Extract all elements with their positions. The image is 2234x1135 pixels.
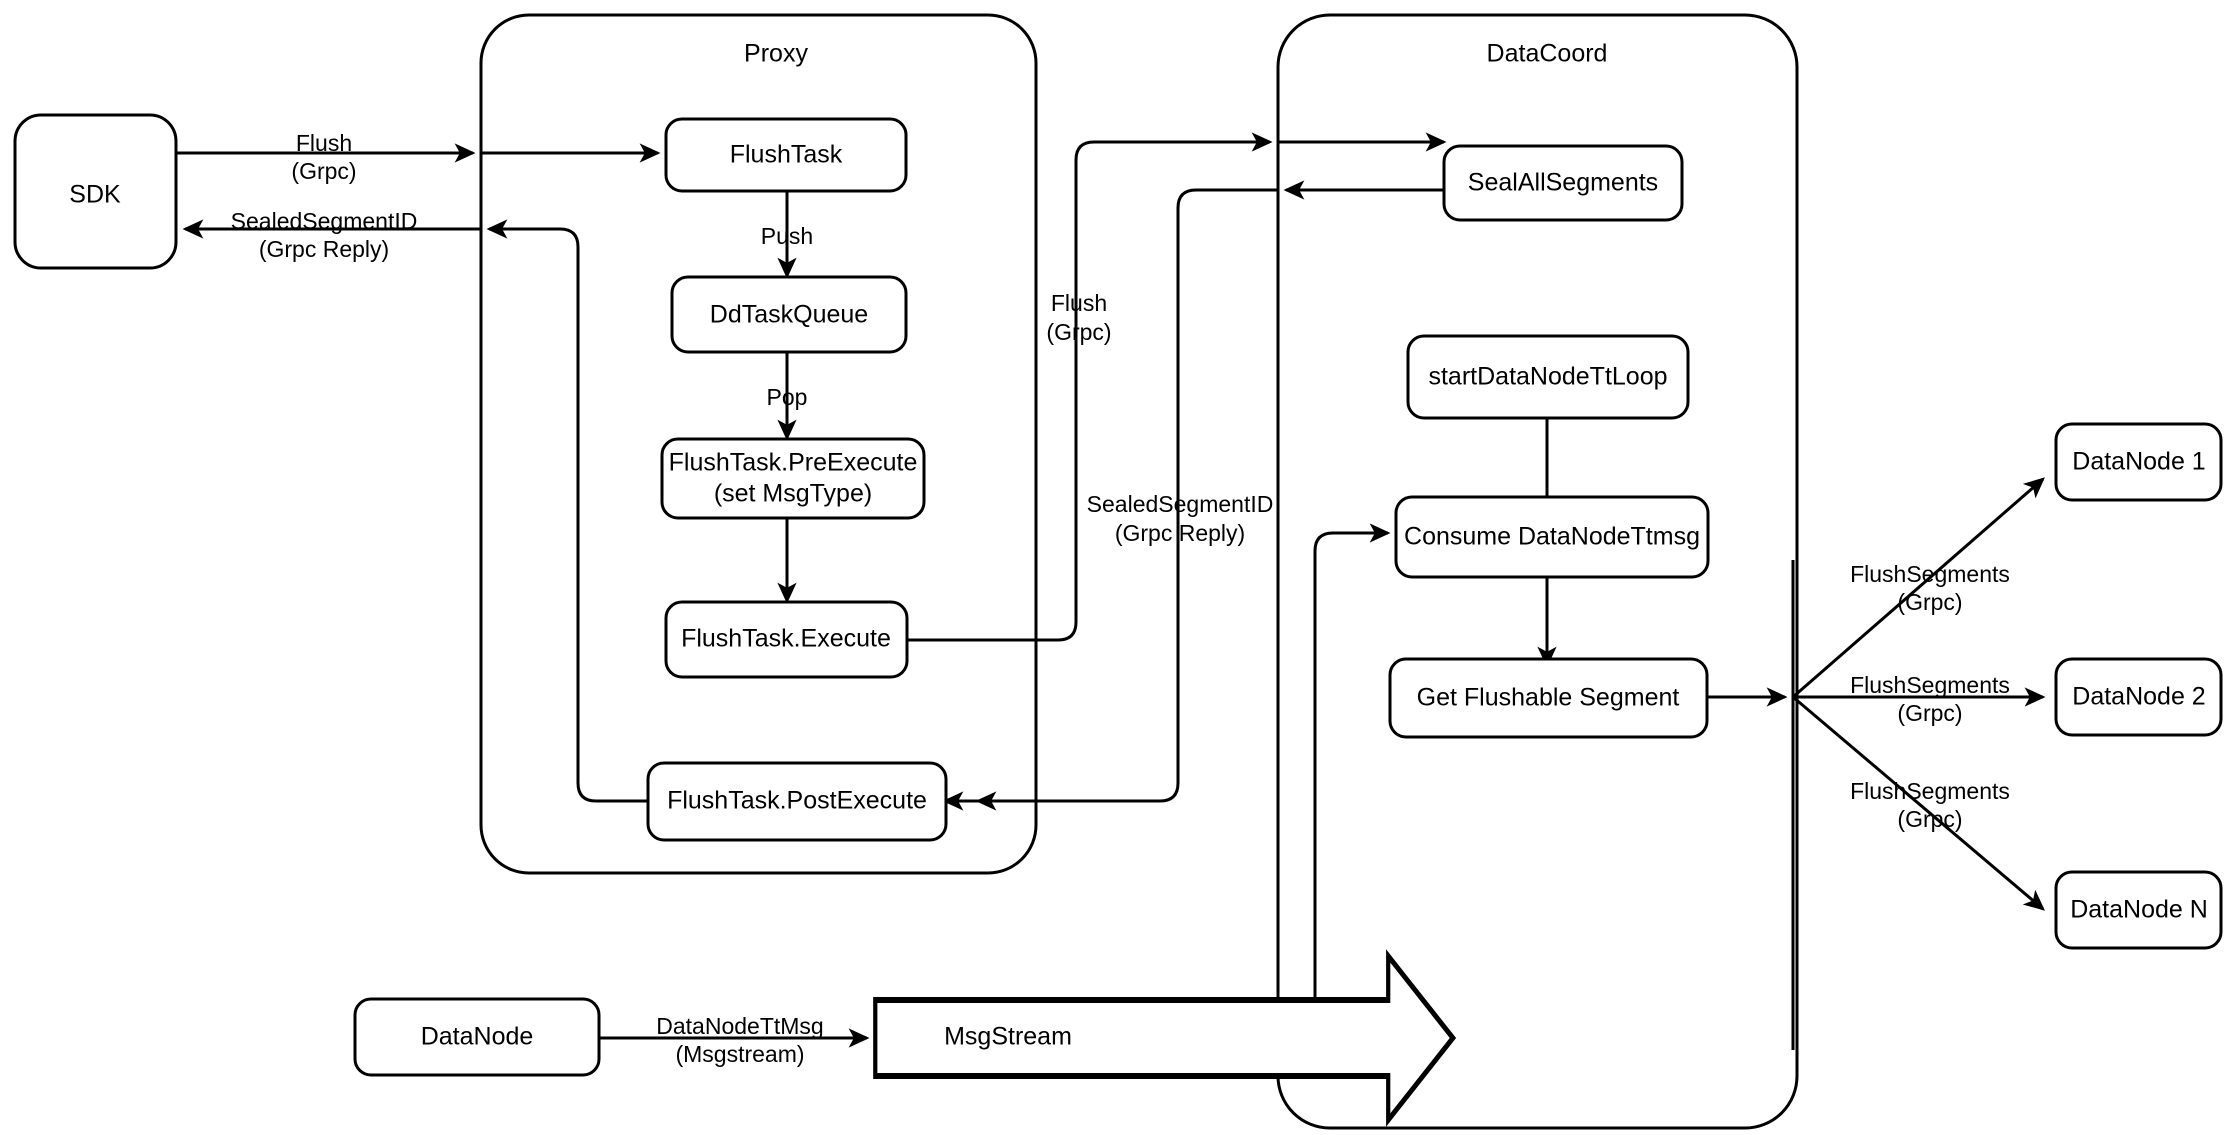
edge-label-flushsegmentsN-line2: (Grpc) xyxy=(1897,806,1962,832)
node-datanode-1[interactable]: DataNode 1 xyxy=(2054,422,2223,502)
edge-postexecute-to-sdk-reply xyxy=(486,219,650,803)
node-datanode-2[interactable]: DataNode 2 xyxy=(2054,657,2223,737)
edge-label-datacoord-proxy-reply-line1: SealedSegmentID xyxy=(1087,491,1274,517)
edge-label-push: Push xyxy=(761,223,813,249)
edge-datacoord-to-proxy-sealedsegmentid xyxy=(975,188,1278,811)
node-datanode-2-box[interactable] xyxy=(2054,657,2223,737)
node-flushtask-postexecute[interactable]: FlushTask.PostExecute xyxy=(646,761,948,842)
node-consume-datanodettmsg[interactable]: Consume DataNodeTtmsg xyxy=(1394,495,1710,579)
container-proxy: Proxy xyxy=(479,13,1038,875)
datacoord-container-label: DataCoord xyxy=(1487,40,1608,68)
edge-label-sealedsegmentid-line2: (Grpc Reply) xyxy=(259,236,389,262)
node-postexecute-label: FlushTask.PostExecute xyxy=(667,787,927,815)
edge-junction-to-datanode1 xyxy=(1792,477,2045,699)
node-get-flushable-segment[interactable]: Get Flushable Segment xyxy=(1388,657,1709,739)
edge-label-flushsegments1-line2: (Grpc) xyxy=(1897,589,1962,615)
edge-label-proxy-datacoord-flush-line1: Flush xyxy=(1051,290,1107,316)
edge-label-flushsegments1-line1: FlushSegments xyxy=(1850,561,2010,587)
node-datanode-1-box[interactable] xyxy=(2054,422,2223,502)
node-msgstream-label: MsgStream xyxy=(944,1023,1072,1051)
edge-label-flushsegments2-line2: (Grpc) xyxy=(1897,700,1962,726)
edge-junction-to-datanodeN xyxy=(1792,695,2046,911)
node-datanode-n-label: DataNode N xyxy=(2070,896,2208,924)
node-flushtask[interactable]: FlushTask xyxy=(664,117,908,193)
node-execute-label: FlushTask.Execute xyxy=(681,625,891,653)
node-execute-box[interactable] xyxy=(664,600,909,679)
node-flushtask-preexecute[interactable]: FlushTask.PreExecute (set MsgType) xyxy=(660,437,926,520)
proxy-container-label: Proxy xyxy=(744,40,808,68)
node-datanode-2-label: DataNode 2 xyxy=(2072,683,2205,711)
node-flushtask-execute[interactable]: FlushTask.Execute xyxy=(664,600,909,679)
node-sealallsegments-box[interactable] xyxy=(1442,144,1684,222)
edge-datacoord-boundary-to-consume xyxy=(1278,523,1391,1040)
edge-label-datacoord-proxy-reply-line2: (Grpc Reply) xyxy=(1115,520,1245,546)
edge-label-datanodettmsg-line2: (Msgstream) xyxy=(675,1041,804,1067)
node-preexecute-box[interactable] xyxy=(660,437,926,520)
node-datanode-1-label: DataNode 1 xyxy=(2072,448,2205,476)
node-startdatanodettloop-box[interactable] xyxy=(1406,334,1690,420)
node-sdk-label: SDK xyxy=(69,181,121,209)
edge-label-datanodettmsg-line1: DataNodeTtMsg xyxy=(656,1013,823,1039)
node-sdk[interactable]: SDK xyxy=(13,113,178,270)
edge-label-flushsegments2-line1: FlushSegments xyxy=(1850,672,2010,698)
edge-label-proxy-datacoord-flush-line2: (Grpc) xyxy=(1046,319,1111,345)
node-datanode-source-label: DataNode xyxy=(421,1023,534,1051)
node-consume-datanodettmsg-box[interactable] xyxy=(1394,495,1710,579)
edge-execute-to-datacoord-flush xyxy=(907,132,1273,642)
edge-label-flush-grpc-line1: Flush xyxy=(296,130,352,156)
node-postexecute-box[interactable] xyxy=(646,761,948,842)
node-ddtaskqueue[interactable]: DdTaskQueue xyxy=(670,275,908,354)
edge-label-sealedsegmentid-line1: SealedSegmentID xyxy=(231,208,418,234)
edge-label-flush-grpc-line2: (Grpc) xyxy=(291,158,356,184)
datacoord-container-outline xyxy=(1276,13,1799,1130)
proxy-container-outline xyxy=(479,13,1038,875)
node-flushtask-label: FlushTask xyxy=(730,141,843,169)
node-sdk-box[interactable] xyxy=(13,113,178,270)
node-datanode-n-box[interactable] xyxy=(2054,870,2223,950)
node-msgstream[interactable]: MsgStream xyxy=(873,949,1457,1127)
node-flushtask-box[interactable] xyxy=(664,117,908,193)
edge-label-flushsegmentsN-line1: FlushSegments xyxy=(1850,778,2010,804)
node-datanode-n[interactable]: DataNode N xyxy=(2054,870,2223,950)
node-sealallsegments-label: SealAllSegments xyxy=(1468,169,1658,197)
node-ddtaskqueue-box[interactable] xyxy=(670,275,908,354)
node-msgstream-arrow-shape[interactable] xyxy=(873,949,1457,1127)
node-get-flushable-segment-label: Get Flushable Segment xyxy=(1417,684,1680,712)
node-startdatanodettloop-label: startDataNodeTtLoop xyxy=(1428,363,1667,391)
node-preexecute-label-line2: (set MsgType) xyxy=(714,480,872,508)
node-startdatanodettloop[interactable]: startDataNodeTtLoop xyxy=(1406,334,1690,420)
node-datanode-source[interactable]: DataNode xyxy=(353,997,601,1077)
node-ddtaskqueue-label: DdTaskQueue xyxy=(710,301,868,329)
edge-label-pop: Pop xyxy=(767,384,808,410)
node-datanode-source-box[interactable] xyxy=(353,997,601,1077)
node-consume-datanodettmsg-label: Consume DataNodeTtmsg xyxy=(1404,523,1700,551)
node-sealallsegments[interactable]: SealAllSegments xyxy=(1442,144,1684,222)
container-datacoord: DataCoord xyxy=(1276,13,1799,1130)
node-get-flushable-segment-box[interactable] xyxy=(1388,657,1709,739)
node-preexecute-label-line1: FlushTask.PreExecute xyxy=(669,449,918,477)
